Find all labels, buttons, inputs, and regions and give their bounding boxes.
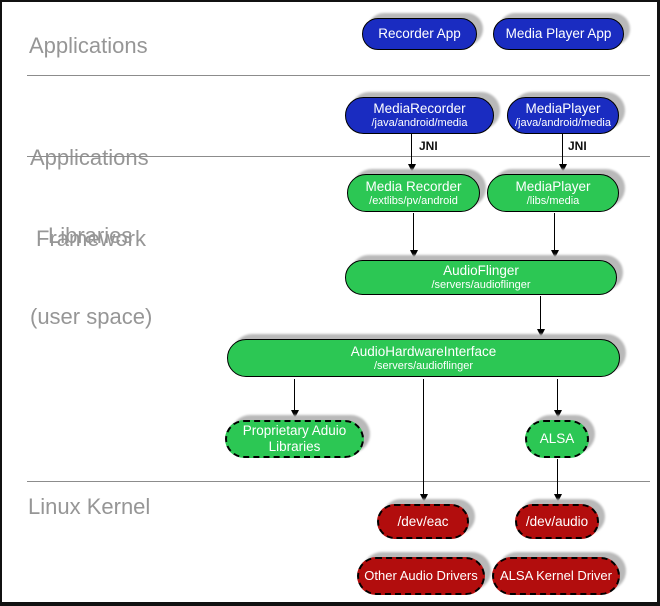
node-mediaplayer-framework-label: MediaPlayer xyxy=(525,101,601,116)
layer-label-applications: Applications xyxy=(29,33,148,58)
divider-libraries-kernel xyxy=(27,481,650,482)
jni-label-right: JNI xyxy=(568,139,587,153)
layer-label-framework-line2: Framework xyxy=(36,226,147,251)
arrow-mediarecorder-lib-to-audioflinger xyxy=(409,213,418,258)
node-mediaplayer-lib-path: /libs/media xyxy=(526,194,580,207)
layer-label-libraries-line2: (user space) xyxy=(30,304,153,329)
node-mediaplayer-lib-label: MediaPlayer xyxy=(515,178,591,194)
arrow-ahi-to-dev-eac xyxy=(419,379,428,502)
node-media-recorder-lib: Media Recorder /extlibs/pv/android xyxy=(347,174,480,212)
arrow-mediaplayer-fw-to-lib xyxy=(558,134,567,172)
layer-label-framework-line1: Applications xyxy=(30,145,149,170)
node-alsa-kernel-driver-label: ALSA Kernel Driver xyxy=(500,568,612,583)
node-media-recorder-lib-label: Media Recorder xyxy=(365,178,462,194)
node-dev-eac-label: /dev/eac xyxy=(397,513,449,529)
node-audiohardwareinterface: AudioHardwareInterface /servers/audiofli… xyxy=(227,339,620,377)
node-alsa-kernel-driver: ALSA Kernel Driver xyxy=(492,557,620,595)
arrow-mediaplayer-lib-to-audioflinger xyxy=(550,213,559,258)
layer-label-libraries-line1: Libraries xyxy=(48,223,133,248)
node-audioflinger-label: AudioFlinger xyxy=(443,263,519,278)
layer-label-framework: Applications Framework xyxy=(30,90,149,306)
node-proprietary-audio-libraries-line2: Libraries xyxy=(268,439,321,454)
node-recorder-app-label: Recorder App xyxy=(378,26,461,41)
node-audiohardwareinterface-label: AudioHardwareInterface xyxy=(350,343,497,359)
node-audioflinger: AudioFlinger /servers/audioflinger xyxy=(345,260,617,295)
arrow-ahi-to-proprietary-libraries xyxy=(290,379,299,418)
divider-framework-libraries xyxy=(27,156,650,157)
node-mediaplayer-framework: MediaPlayer /java/android/media xyxy=(507,97,619,134)
node-proprietary-audio-libraries: Proprietary Aduio Libraries xyxy=(225,420,364,458)
node-proprietary-audio-libraries-line1: Proprietary Aduio xyxy=(242,423,347,438)
node-media-player-app: Media Player App xyxy=(493,18,624,50)
node-mediaplayer-lib: MediaPlayer /libs/media xyxy=(487,174,619,212)
arrow-audioflinger-to-audiohardwareinterface xyxy=(536,296,545,337)
node-mediarecorder-framework-path: /java/android/media xyxy=(371,117,468,129)
arrow-ahi-to-alsa xyxy=(553,379,562,418)
layer-label-libraries: Libraries (user space) xyxy=(30,168,152,384)
node-dev-audio-label: /dev/audio xyxy=(525,513,589,529)
node-media-recorder-lib-path: /extlibs/pv/android xyxy=(369,194,458,207)
arrow-mediarecorder-fw-to-lib xyxy=(407,134,416,172)
node-alsa-label: ALSA xyxy=(539,431,575,446)
node-dev-audio: /dev/audio xyxy=(515,504,599,539)
node-mediarecorder-framework-label: MediaRecorder xyxy=(373,101,466,116)
node-media-player-app-label: Media Player App xyxy=(505,26,612,41)
node-dev-eac: /dev/eac xyxy=(377,504,469,539)
node-mediaplayer-framework-path: /java/android/media xyxy=(514,117,611,129)
layer-label-linux-kernel: Linux Kernel xyxy=(28,494,151,519)
jni-label-left: JNI xyxy=(419,139,438,153)
node-other-audio-drivers: Other Audio Drivers xyxy=(357,557,485,595)
node-mediarecorder-framework: MediaRecorder /java/android/media xyxy=(345,97,494,134)
node-recorder-app: Recorder App xyxy=(362,18,477,50)
node-audiohardwareinterface-path: /servers/audioflinger xyxy=(373,359,474,372)
node-audioflinger-path: /servers/audioflinger xyxy=(431,279,531,291)
node-other-audio-drivers-label: Other Audio Drivers xyxy=(364,568,478,583)
arrow-alsa-to-dev-audio xyxy=(553,459,562,502)
divider-applications-framework xyxy=(27,75,650,76)
node-alsa: ALSA xyxy=(525,420,589,458)
